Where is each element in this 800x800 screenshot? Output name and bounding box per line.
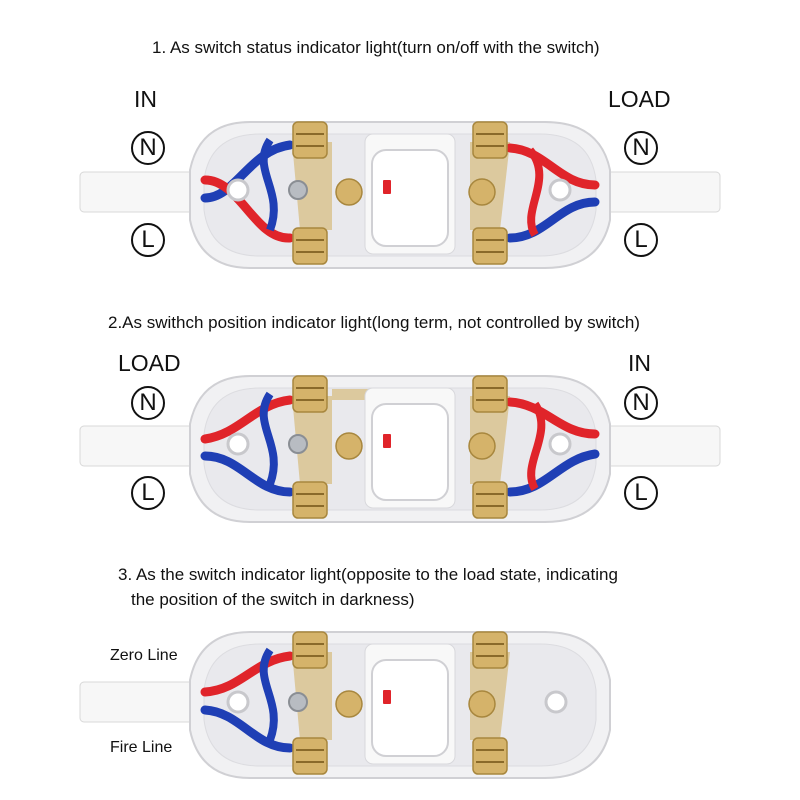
red-wire-left: [200, 651, 295, 697]
section-1-left-n-symbol: N: [131, 131, 165, 165]
blue-wire-right: [505, 197, 600, 243]
brass-plate: [292, 142, 332, 230]
blue-wire-left: [200, 140, 295, 203]
section-2-right-label: IN: [628, 350, 651, 376]
blue-wire-left: [200, 705, 295, 753]
section-3-caption-line-2: the position of the switch in darkness): [131, 590, 415, 609]
section-3-switch-diagram: [79, 631, 611, 779]
section-2-switch-diagram: [79, 375, 721, 523]
section-1-switch-diagram: [79, 121, 721, 269]
section-1-left-label: IN: [134, 86, 157, 112]
screw-terminal: [292, 121, 508, 265]
switch-rocker: [371, 149, 449, 247]
brass-plate: [292, 652, 332, 740]
section-1-left-l-symbol: L: [131, 223, 165, 257]
red-indicator-mark: [383, 180, 391, 194]
red-wire-right: [505, 143, 600, 190]
indicator-lamp: [288, 434, 308, 454]
red-indicator-mark: [383, 690, 391, 704]
switch-rocker: [371, 403, 449, 501]
section-3-caption-line-1: 3. As the switch indicator light(opposit…: [118, 565, 618, 584]
screw-terminal: [292, 375, 508, 519]
blue-wire-right: [505, 449, 600, 497]
section-1-right-l-symbol: L: [624, 223, 658, 257]
red-wire-left: [200, 395, 295, 444]
section-1-right-n-symbol: N: [624, 131, 658, 165]
indicator-lamp: [288, 692, 308, 712]
section-2-caption: 2.As swithch position indicator light(lo…: [108, 313, 640, 332]
section-2-left-n-symbol: N: [131, 386, 165, 420]
section-2-left-label: LOAD: [118, 350, 181, 376]
fire-line-label: Fire Line: [110, 739, 173, 756]
zero-line-label: Zero Line: [110, 647, 178, 664]
red-indicator-mark: [383, 434, 391, 448]
section-1-caption: 1. As switch status indicator light(turn…: [152, 38, 600, 57]
mount-hole: [226, 690, 250, 714]
red-wire-right: [505, 397, 600, 439]
mount-hole: [226, 178, 250, 202]
screw-terminal: [292, 631, 508, 775]
section-2-left-l-symbol: L: [131, 476, 165, 510]
mount-hole: [226, 432, 250, 456]
indicator-lamp: [288, 180, 308, 200]
section-2-right-l-symbol: L: [624, 476, 658, 510]
blue-wire-left: [200, 451, 295, 497]
red-wire-left: [200, 175, 295, 243]
section-1-right-label: LOAD: [608, 86, 671, 112]
section-2-right-n-symbol: N: [624, 386, 658, 420]
switch-rocker: [371, 659, 449, 757]
